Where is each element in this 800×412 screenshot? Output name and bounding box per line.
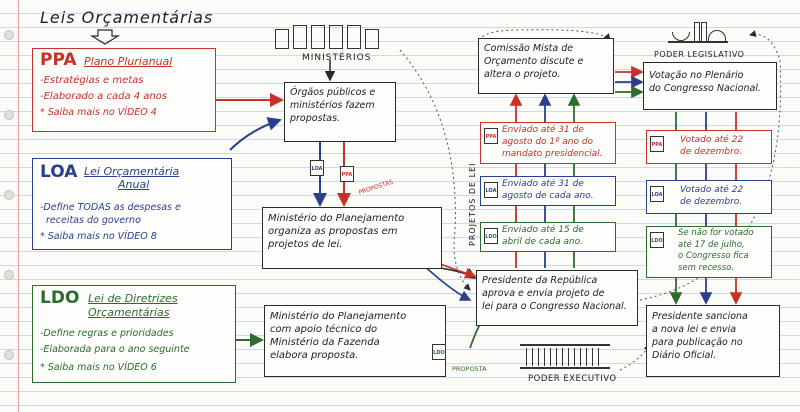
votacao-box	[643, 62, 777, 110]
ministerios-label: MINISTÉRIOS	[302, 53, 372, 63]
poder-legislativo-label: PODER LEGISLATIVO	[654, 50, 745, 59]
planejamento-elabora-box	[264, 305, 446, 377]
ppa-item-2: -Elaborado a cada 4 anos	[40, 91, 168, 102]
enviado-loa-text: Enviado até 31 de agosto de cada ano.	[502, 179, 594, 201]
comissao-text: Comissão Mista de Orçamento discute e al…	[484, 43, 584, 80]
votado-ldo-box	[646, 226, 772, 278]
enviado-ldo-text: Enviado até 15 de abril de cada ano.	[502, 225, 584, 247]
ldo-name-line-2: Orçamentárias	[88, 306, 170, 319]
enviado-ppa-text: Enviado até 31 de agosto do 1º ano do ma…	[502, 125, 603, 159]
title-down-arrow-icon	[89, 29, 121, 45]
ldo-more-link[interactable]: * Saiba mais no VÍDEO 6	[40, 362, 157, 373]
ldo-box	[32, 285, 236, 383]
ldo-item-2: -Elaborada para o ano seguinte	[40, 344, 190, 355]
loa-votacao-document-icon: LOA	[650, 186, 664, 202]
enviado-loa-box	[480, 176, 616, 206]
ldo-name-line-1: Lei de Diretrizes	[88, 292, 178, 305]
comissao-box	[478, 38, 614, 94]
votado-loa-text: Votado até 22 de dezembro.	[680, 185, 744, 207]
loa-name-line-1: Lei Orçamentária	[84, 165, 180, 178]
votado-ppa-text: Votado até 22 de dezembro.	[680, 135, 744, 157]
ldo-acronym: LDO	[40, 288, 80, 308]
planejamento-organiza-text: Ministério do Planejamento organiza as p…	[268, 213, 405, 250]
ldo-votacao-document-icon: LDO	[650, 232, 664, 248]
notebook-hole	[4, 350, 14, 360]
ldo-document-icon: LDO	[432, 344, 446, 360]
arrow-dotted-presidente-to-legislativo	[639, 30, 782, 301]
loa-name-line-2: Anual	[118, 178, 150, 191]
loa-item-1-line-2: receitas do governo	[46, 215, 141, 226]
notebook-hole	[4, 30, 14, 40]
planejamento-elabora-text: Ministério do Planejamento com apoio téc…	[270, 311, 407, 361]
loa-acronym: LOA	[40, 162, 78, 182]
loa-item-1-line-1: -Define TODAS as despesas e	[40, 202, 181, 213]
loa-box	[32, 158, 232, 250]
notebook-hole	[4, 270, 14, 280]
ppa-name: Plano Plurianual	[84, 55, 173, 68]
orgaos-box	[284, 82, 396, 142]
notebook-hole	[4, 190, 14, 200]
poder-legislativo-congress-icon	[668, 22, 728, 46]
ldo-envio-document-icon: LDO	[484, 228, 498, 244]
poder-executivo-building-icon	[520, 344, 610, 370]
ldo-item-1: -Define regras e prioridades	[40, 328, 174, 339]
votacao-text: Votação no Plenário do Congresso Naciona…	[649, 70, 761, 94]
enviado-ppa-box	[480, 122, 616, 164]
ppa-more-link[interactable]: * Saiba mais no VÍDEO 4	[40, 107, 157, 118]
votado-ppa-box	[646, 130, 772, 164]
ministerios-buildings-icon	[275, 25, 385, 49]
presidente-aprova-box	[476, 270, 638, 326]
loa-more-link[interactable]: * Saiba mais no VÍDEO 8	[40, 231, 157, 242]
presidente-sanciona-text: Presidente sanciona a nova lei e envia p…	[652, 311, 748, 361]
presidente-aprova-text: Presidente da República aprova e envia p…	[482, 275, 627, 312]
poder-executivo-label: PODER EXECUTIVO	[528, 374, 617, 384]
ppa-votacao-document-icon: PPA	[650, 136, 664, 152]
ppa-acronym: PPA	[40, 50, 77, 70]
arrow-loa-to-orgaos	[229, 117, 282, 151]
page-title: Leis Orçamentárias	[40, 8, 214, 27]
loa-envio-document-icon: LOA	[484, 182, 498, 198]
projetos-de-lei-label: PROJETOS DE LEI	[468, 162, 477, 246]
loa-document-icon: LOA	[310, 160, 324, 176]
orgaos-text: Órgãos públicos e ministérios fazem prop…	[290, 87, 376, 124]
notebook-hole	[4, 110, 14, 120]
ppa-box	[32, 48, 216, 132]
votado-loa-box	[646, 180, 772, 214]
ppa-envio-document-icon: PPA	[484, 128, 498, 144]
enviado-ldo-box	[480, 222, 616, 252]
presidente-sanciona-box	[646, 305, 780, 377]
proposta-label: PROPOSTA	[452, 365, 487, 373]
ppa-document-icon: PPA	[340, 166, 354, 182]
planejamento-organiza-box	[262, 207, 442, 269]
ppa-item-1: -Estratégias e metas	[40, 75, 144, 86]
notebook-margin	[18, 0, 19, 412]
votado-ldo-text: Se não for votado até 17 de julho, o Con…	[678, 228, 754, 273]
